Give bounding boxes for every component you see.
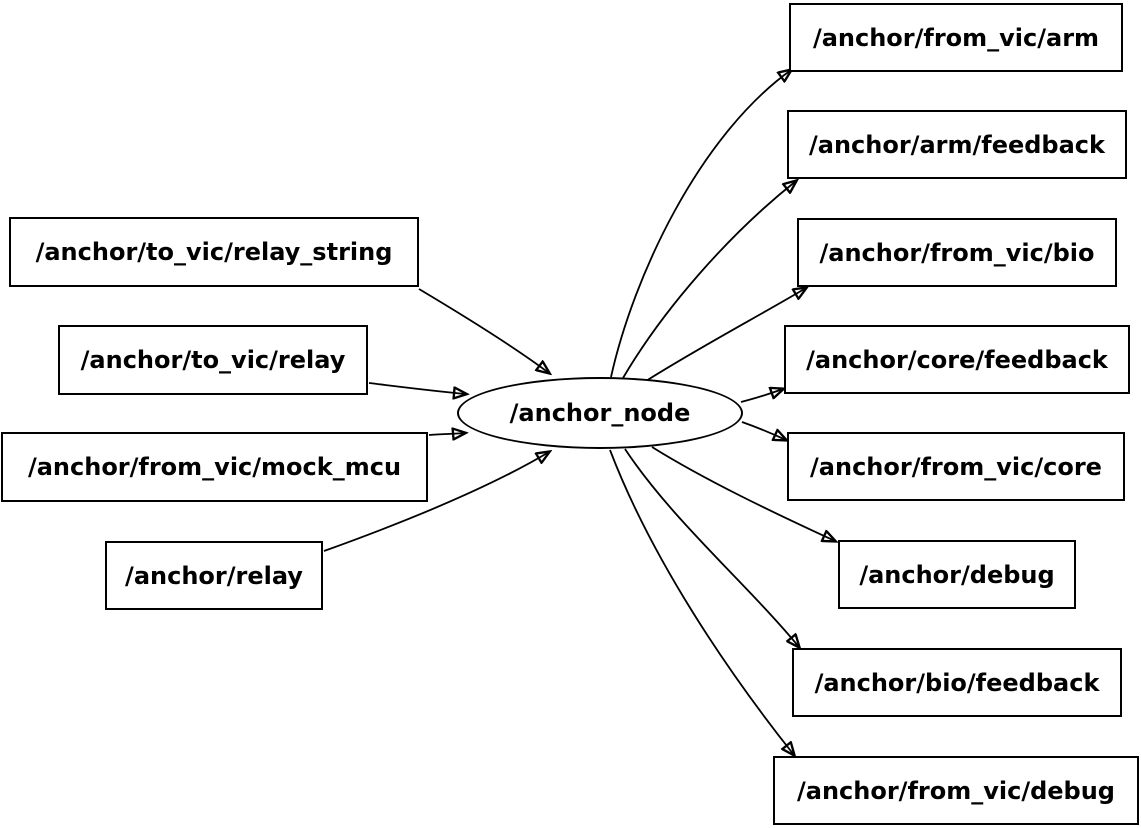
edge-to-vic-relay-to-anchor-node — [368, 382, 466, 394]
node-label: /anchor/core/feedback — [806, 345, 1108, 374]
node-anchor-from-vic-arm: /anchor/from_vic/arm — [789, 3, 1123, 72]
node-anchor-bio-feedback: /anchor/bio/feedback — [792, 648, 1122, 717]
edge-anchor-node-to-from-vic-core — [741, 421, 786, 440]
node-label: /anchor/from_vic/core — [810, 452, 1102, 481]
node-label: /anchor/debug — [859, 560, 1055, 589]
edge-mock-mcu-to-anchor-node — [428, 433, 465, 435]
node-anchor-from-vic-mock-mcu: /anchor/from_vic/mock_mcu — [1, 432, 428, 502]
node-anchor-debug: /anchor/debug — [838, 540, 1076, 609]
node-anchor-core-feedback: /anchor/core/feedback — [784, 325, 1130, 394]
node-anchor-from-vic-core: /anchor/from_vic/core — [787, 432, 1125, 501]
node-label: /anchor_node — [509, 399, 691, 427]
node-anchor-relay: /anchor/relay — [105, 541, 323, 610]
edge-anchor-node-to-from-vic-bio — [645, 288, 806, 382]
edge-anchor-node-to-core-feedback — [740, 389, 783, 403]
edge-relay-string-to-anchor-node — [418, 288, 549, 373]
edge-anchor-relay-to-anchor-node — [323, 452, 549, 552]
node-label: /anchor/from_vic/arm — [812, 23, 1100, 52]
node-anchor-node: /anchor_node — [457, 377, 743, 449]
node-anchor-to-vic-relay: /anchor/to_vic/relay — [58, 325, 368, 395]
node-anchor-from-vic-debug: /anchor/from_vic/debug — [773, 756, 1139, 825]
edge-anchor-node-to-bio-feedback — [624, 448, 799, 647]
edge-anchor-node-to-from-vic-arm — [610, 70, 791, 378]
node-label: /anchor/from_vic/bio — [819, 238, 1095, 267]
node-anchor-from-vic-bio: /anchor/from_vic/bio — [797, 218, 1117, 287]
node-label: /anchor/to_vic/relay — [80, 346, 346, 374]
node-label: /anchor/arm/feedback — [809, 130, 1105, 159]
node-label: /anchor/from_vic/mock_mcu — [27, 453, 402, 481]
edge-anchor-node-to-from-vic-debug — [609, 449, 794, 755]
node-anchor-arm-feedback: /anchor/arm/feedback — [787, 110, 1127, 179]
node-label: /anchor/from_vic/debug — [797, 776, 1115, 805]
node-label: /anchor/relay — [125, 561, 303, 590]
edge-anchor-node-to-arm-feedback — [622, 181, 796, 379]
node-anchor-to-vic-relay-string: /anchor/to_vic/relay_string — [9, 217, 419, 287]
node-label: /anchor/bio/feedback — [814, 668, 1100, 697]
edge-anchor-node-to-anchor-debug — [651, 446, 835, 541]
node-label: /anchor/to_vic/relay_string — [35, 238, 393, 266]
